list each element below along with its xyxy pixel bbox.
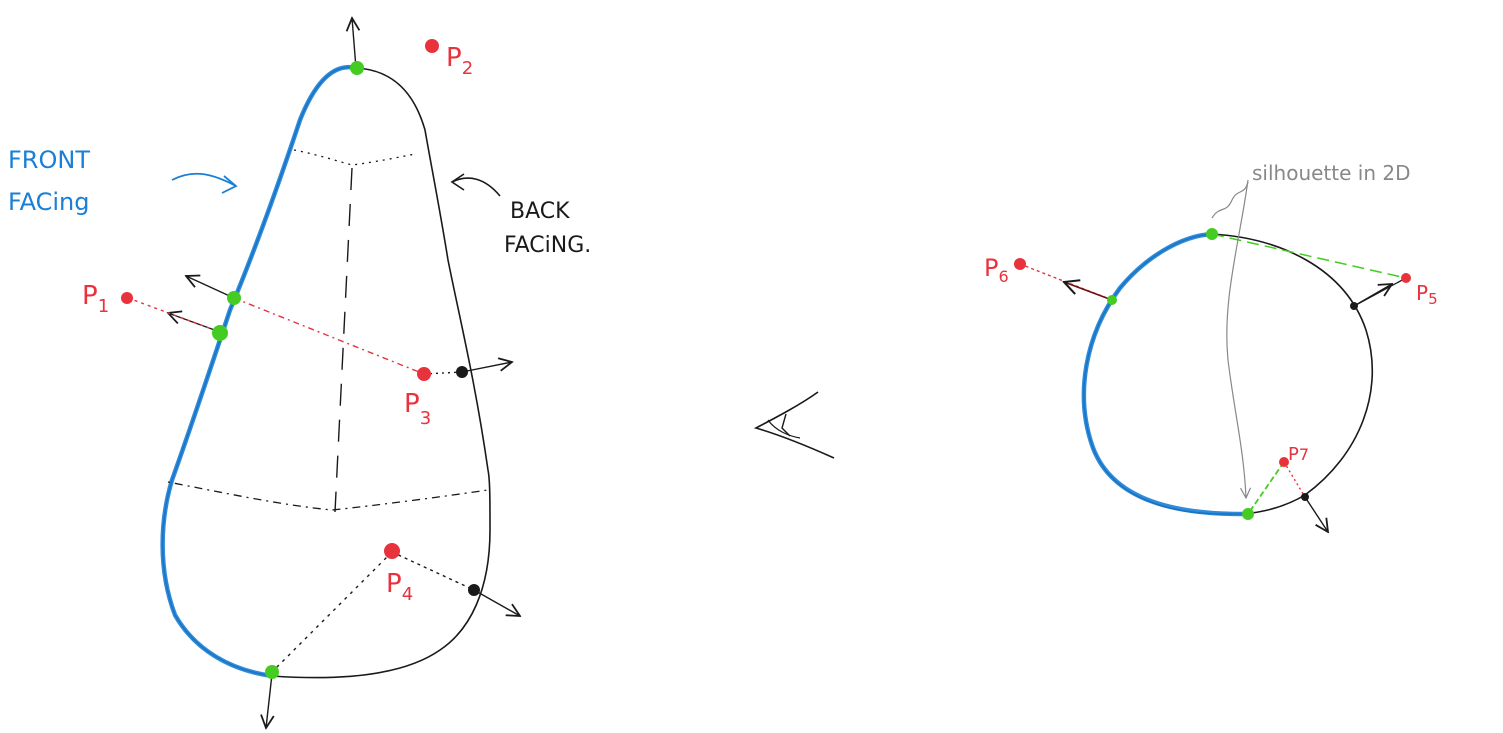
circle-outline	[1083, 233, 1374, 515]
silhouette-point-left-upper	[227, 291, 241, 305]
p3-label: P3	[404, 389, 431, 429]
pear-outline	[161, 66, 491, 679]
circle-labels: P5 P6 P7 silhouette in 2D	[984, 161, 1438, 465]
query-point-p2	[425, 39, 439, 53]
normal-arrow-bottom	[266, 673, 272, 728]
back-point-right-mid	[456, 366, 468, 378]
normal-arrow-top	[352, 18, 356, 69]
silhouette-squiggle	[1211, 181, 1249, 219]
center-axis	[334, 167, 353, 513]
p5-normal-arrow	[1353, 284, 1392, 307]
query-point-p5	[1401, 273, 1411, 283]
p1-connection	[127, 297, 221, 333]
silhouette-point-left-lower	[212, 325, 228, 341]
p6-label: P6	[984, 254, 1009, 286]
silhouette-label: silhouette in 2D	[1252, 161, 1411, 185]
p3-connection	[233, 297, 425, 375]
silhouette-point-bottom	[265, 665, 279, 679]
pear-labels: P1 P2 P3 P4 FRONT FACing BACK FACiNG.	[8, 43, 591, 605]
front-facing-arrow	[171, 172, 237, 187]
front-facing-label-line1: FRONT	[8, 146, 90, 174]
back-facing-label-line1: BACK	[510, 199, 570, 224]
bottom-cross-section	[167, 481, 489, 511]
circle-shape	[1081, 231, 1374, 517]
query-point-p7	[1279, 457, 1289, 467]
circle-front-facing-highlight	[1081, 231, 1251, 517]
back-facing-label-line2: FACiNG.	[504, 233, 591, 258]
circle-back-point-right	[1350, 302, 1358, 310]
silhouette-point-top	[350, 61, 364, 75]
normal-arrow-right-mid	[461, 362, 512, 373]
query-point-p1	[121, 292, 133, 304]
pear-connections	[127, 297, 475, 673]
back-facing-arrow	[451, 177, 501, 197]
viewer-eye-icon	[753, 391, 835, 459]
circle-connections	[1019, 233, 1407, 532]
front-facing-highlight	[160, 64, 359, 679]
query-point-p3	[417, 367, 431, 381]
circle-silhouette-point-bottom	[1242, 508, 1254, 520]
p4-label: P4	[386, 569, 413, 605]
normal-arrow-left-upper	[186, 276, 235, 299]
front-facing-label-line2: FACing	[8, 188, 89, 216]
circle-silhouette-point-top	[1206, 228, 1218, 240]
top-cross-section	[293, 149, 416, 166]
pear-shape	[160, 64, 491, 679]
p5-silhouette-connection	[1211, 233, 1407, 279]
p7-silhouette-connection	[1247, 461, 1285, 515]
query-point-p4	[384, 543, 400, 559]
circle-silhouette-point-left	[1107, 295, 1117, 305]
normal-arrow-right-low	[473, 589, 520, 616]
front-facing-arrowhead	[221, 175, 238, 194]
circle-back-point-bottom	[1301, 493, 1309, 501]
p5-label: P5	[1416, 281, 1438, 308]
silhouette-pointer-line	[1226, 179, 1248, 498]
p1-label: P1	[82, 281, 109, 317]
p4-back-connection	[391, 551, 475, 591]
p7-back-connection	[1283, 461, 1306, 498]
p4-silhouette-connection	[271, 551, 393, 673]
circle-normal-arrow-bottom	[1304, 496, 1328, 532]
circle-points	[1014, 228, 1411, 520]
back-facing-arrowhead	[450, 173, 465, 191]
pear-points	[121, 39, 480, 679]
back-point-right-low	[468, 584, 480, 596]
p2-label: P2	[446, 43, 473, 79]
p7-label: P7	[1288, 444, 1309, 465]
p6-normal-arrow	[1064, 282, 1113, 301]
query-point-p6	[1014, 258, 1026, 270]
